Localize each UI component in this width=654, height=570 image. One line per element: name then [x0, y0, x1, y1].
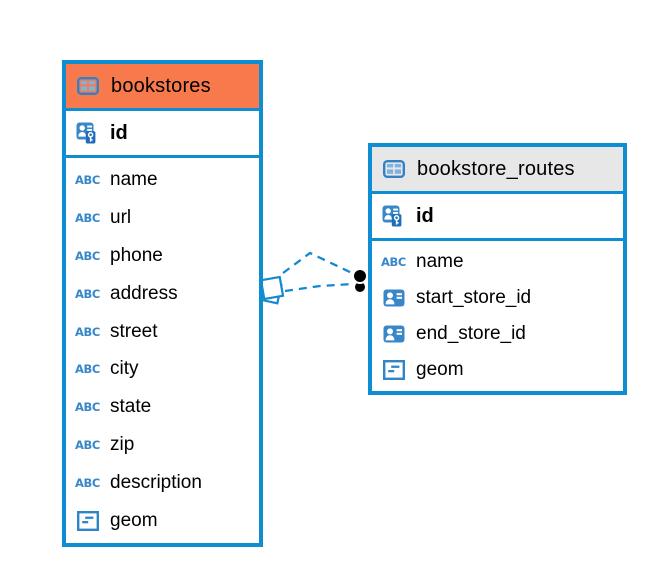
table-bookstores[interactable]: bookstores id: [62, 60, 263, 547]
text-type-icon: ABC: [75, 362, 100, 377]
relationship-line[interactable]: [284, 282, 354, 293]
primary-key-icon: [381, 205, 407, 227]
column-row-name[interactable]: ABC name: [66, 161, 259, 199]
text-type-icon: ABC: [75, 286, 100, 301]
column-name: name: [416, 251, 464, 272]
table-title: bookstores: [111, 74, 211, 97]
column-name: zip: [110, 434, 135, 456]
column-row-end-store-id[interactable]: end_store_id: [372, 316, 623, 352]
column-name: geom: [416, 359, 464, 380]
text-type-icon: ABC: [75, 248, 100, 263]
column-row-phone[interactable]: ABC phone: [66, 237, 259, 275]
column-name: id: [416, 204, 434, 227]
column-name: state: [110, 396, 152, 418]
text-type-icon: ABC: [75, 210, 100, 225]
column-row-start-store-id[interactable]: start_store_id: [372, 280, 623, 316]
column-name: id: [110, 121, 128, 144]
relationship-endpoint-dots[interactable]: [352, 268, 368, 294]
table-header-bookstores[interactable]: bookstores: [66, 64, 259, 111]
column-name: description: [110, 472, 202, 494]
text-type-icon: ABC: [381, 255, 406, 269]
column-name: url: [110, 206, 132, 228]
column-row-zip[interactable]: ABC zip: [66, 426, 259, 464]
column-name: city: [110, 358, 139, 380]
reference-id-icon: [381, 325, 407, 343]
object-type-icon: [381, 360, 407, 380]
primary-key-section: id: [372, 194, 623, 241]
column-row-id[interactable]: id: [66, 111, 259, 155]
column-name: geom: [110, 510, 158, 532]
primary-key-icon: [75, 122, 101, 144]
primary-key-section: id: [66, 111, 259, 158]
text-type-icon: ABC: [75, 476, 100, 491]
column-name: name: [110, 168, 158, 190]
column-name: phone: [110, 244, 163, 266]
column-row-street[interactable]: ABC street: [66, 313, 259, 351]
column-row-url[interactable]: ABC url: [66, 199, 259, 237]
reference-id-icon: [381, 289, 407, 307]
columns-section: ABC name ABC url ABC phone ABC address A…: [66, 158, 259, 543]
column-row-state[interactable]: ABC state: [66, 388, 259, 426]
object-type-icon: [75, 511, 101, 532]
column-row-geom[interactable]: geom: [372, 352, 623, 388]
column-row-name[interactable]: ABC name: [372, 244, 623, 280]
column-row-id[interactable]: id: [372, 194, 623, 238]
column-name: end_store_id: [416, 323, 526, 344]
table-bookstore-routes[interactable]: bookstore_routes: [368, 143, 627, 395]
table-icon: [75, 77, 101, 95]
column-row-city[interactable]: ABC city: [66, 351, 259, 389]
table-header-bookstore-routes[interactable]: bookstore_routes: [372, 147, 623, 194]
table-title: bookstore_routes: [417, 157, 575, 180]
column-name: street: [110, 320, 158, 342]
relationship-source-marker[interactable]: [257, 275, 285, 305]
text-type-icon: ABC: [75, 172, 100, 187]
text-type-icon: ABC: [75, 438, 100, 453]
column-row-description[interactable]: ABC description: [66, 464, 259, 502]
relationship-line[interactable]: [282, 251, 355, 276]
table-icon: [381, 160, 407, 178]
column-name: address: [110, 282, 178, 304]
text-type-icon: ABC: [75, 400, 100, 415]
column-name: start_store_id: [416, 287, 532, 308]
column-row-address[interactable]: ABC address: [66, 275, 259, 313]
text-type-icon: ABC: [75, 324, 100, 339]
columns-section: ABC name start_store_id: [372, 241, 623, 391]
column-row-geom[interactable]: geom: [66, 502, 259, 540]
